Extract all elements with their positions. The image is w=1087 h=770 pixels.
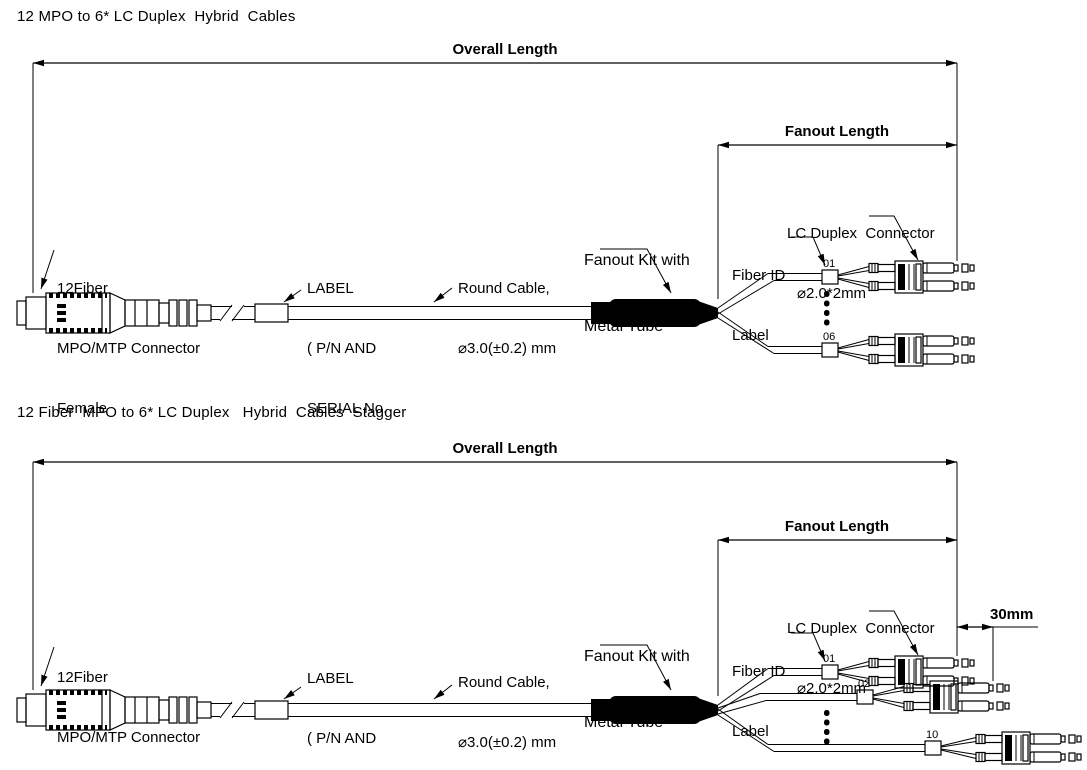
stagger-30mm-label: 30mm	[990, 606, 1034, 623]
top-fanout-kit-label: Fanout Kit with Metal Tube	[584, 252, 690, 335]
bottom-mpo-connector-label: 12Fiber MPO/MTP Connector Female	[57, 669, 201, 746]
top-cable-label-callout: LABEL ( P/N AND SERIAL No.	[307, 280, 388, 417]
fiber-id-sleeve	[924, 740, 942, 756]
bottom-cable-label-callout: LABEL ( P/N AND SERIAL No.	[307, 670, 377, 747]
bottom-diagram-lines	[17, 458, 1082, 765]
top-lc-connector-label: LC Duplex Connector ⌀2.0*2mm	[787, 225, 935, 302]
fiber-id-sleeve	[821, 342, 839, 358]
fiber-id-sleeve	[856, 689, 874, 705]
bottom-branch-id-01: 01	[823, 653, 836, 665]
top-diagram-title: 12 MPO to 6* LC Duplex Hybrid Cables	[17, 8, 296, 25]
fiber-id-sleeve	[821, 269, 839, 285]
top-diagram-lines	[17, 59, 975, 367]
top-round-cable-label: Round Cable, ⌀3.0(±0.2) mm	[458, 280, 557, 357]
bottom-branch-id-02: 02	[858, 678, 871, 690]
top-mpo-connector-label: 12Fiber MPO/MTP Connector Female	[57, 280, 201, 417]
bottom-lc-connector-label: LC Duplex Connector ⌀2.0*2mm	[787, 620, 935, 697]
bottom-fiber-id-label: Fiber ID Label	[732, 663, 786, 740]
fiber-id-sleeve	[821, 664, 839, 680]
top-fiber-id-label: Fiber ID Label	[732, 267, 786, 344]
top-fanout-length-label: Fanout Length	[784, 123, 890, 140]
bottom-fanout-kit-label: Fanout Kit with Metal Tube	[584, 648, 690, 731]
bottom-diagram-title: 12 Fiber MPO to 6* LC Duplex Hybrid Cabl…	[17, 404, 407, 421]
bottom-overall-length-label: Overall Length	[452, 440, 558, 457]
bottom-round-cable-label: Round Cable, ⌀3.0(±0.2) mm	[458, 674, 557, 751]
top-branch-id-01: 01	[823, 258, 836, 270]
bottom-fanout-length-label: Fanout Length	[784, 518, 890, 535]
top-branch-id-06: 06	[823, 331, 836, 343]
bottom-branch-id-10: 10	[926, 729, 939, 741]
top-overall-length-label: Overall Length	[452, 41, 558, 58]
